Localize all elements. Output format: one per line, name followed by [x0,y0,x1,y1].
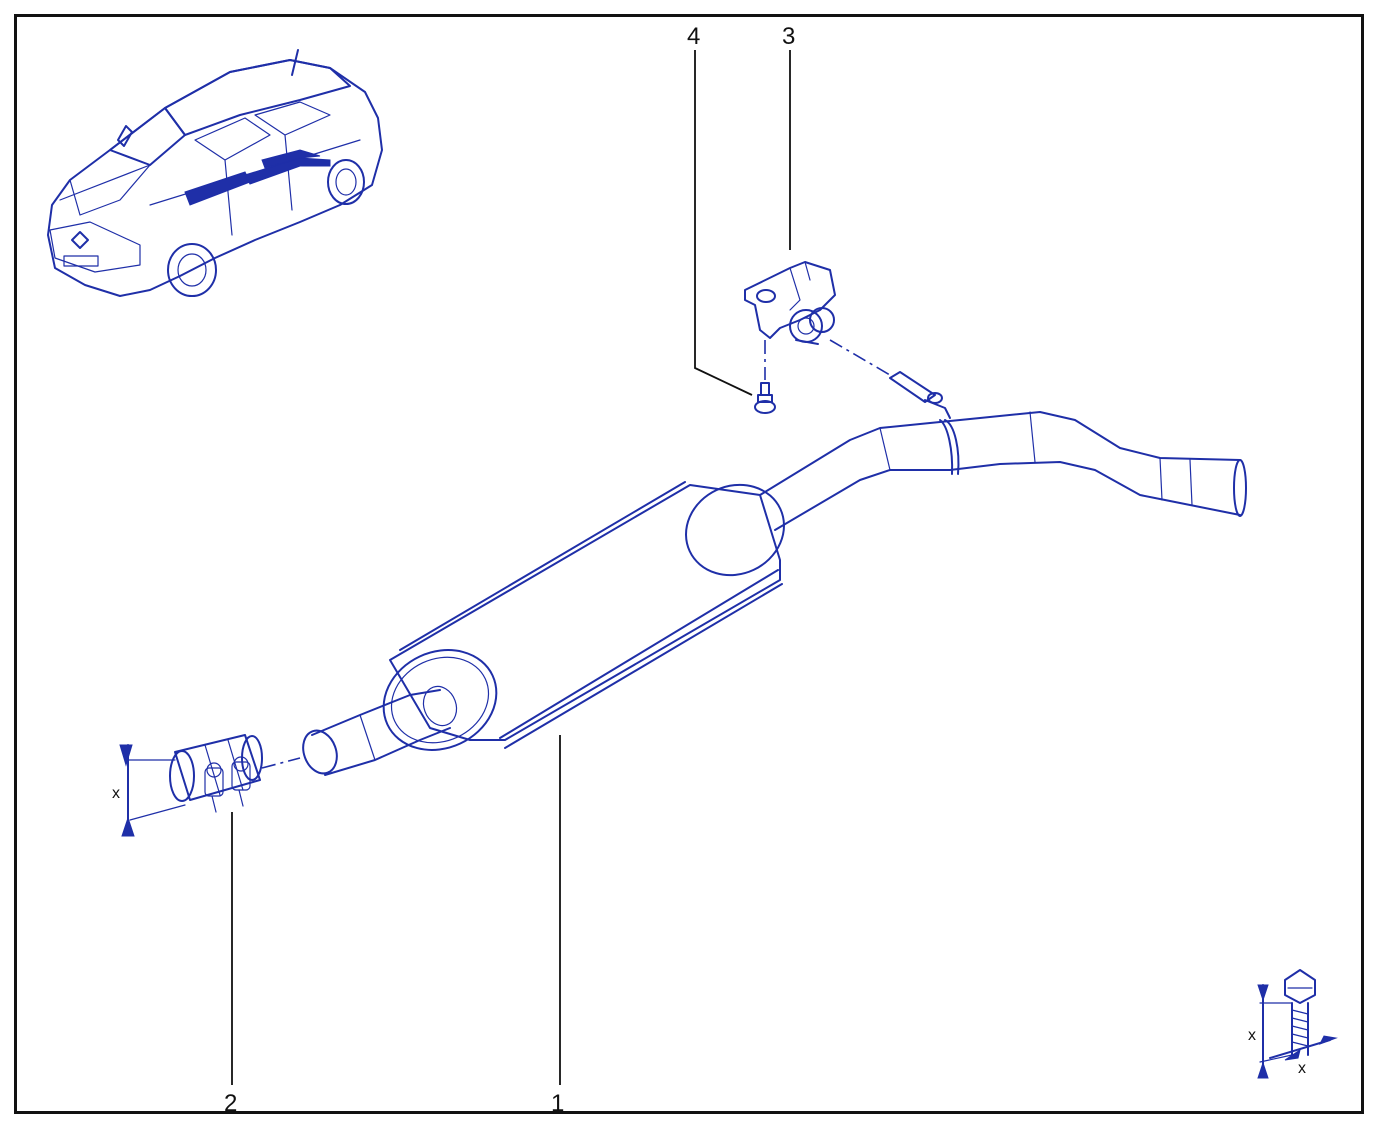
alignment-line-clamp [261,757,301,769]
callout-1: 1 [551,1090,564,1117]
callout-3: 3 [782,23,795,50]
car-locator-icon [47,49,383,297]
bolt-dimension-icon [1257,969,1338,1079]
clamp-dimension-label: x [112,785,120,802]
bolt-icon [754,382,776,414]
callout-2: 2 [224,1090,237,1117]
alignment-line-pin [829,339,891,376]
hanger-bracket-icon [744,261,836,345]
bolt-dimension-label-diameter: x [1298,1060,1306,1077]
callout-4: 4 [687,23,700,50]
bolt-dimension-label-length: x [1248,1027,1256,1044]
leader-line-4 [694,50,753,396]
hanger-pin-icon [889,371,951,419]
muffler-icon [302,411,1247,776]
clamp-icon [119,734,263,837]
